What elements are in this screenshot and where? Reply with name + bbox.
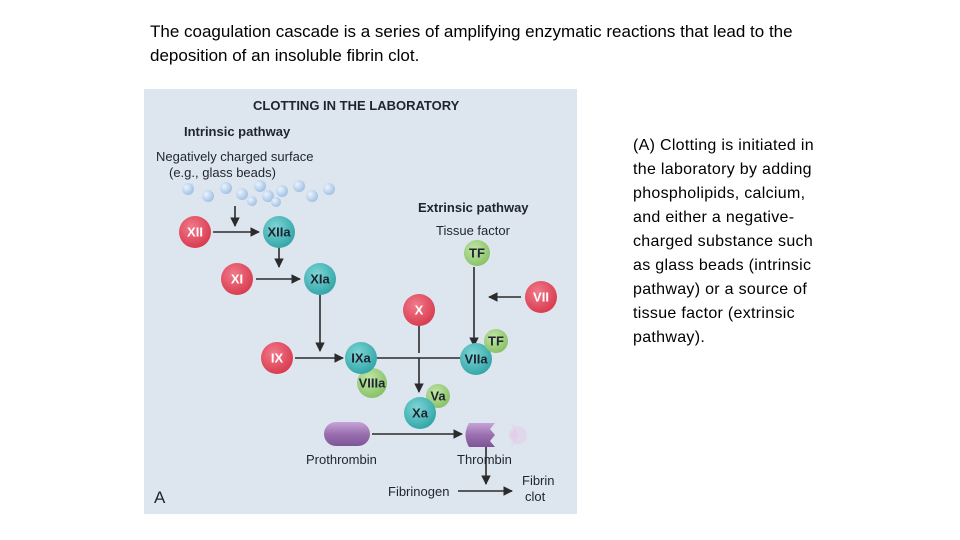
svg-text:VIIa: VIIa [464,352,488,367]
svg-text:XI: XI [231,272,243,287]
factor-ix: IX [261,342,293,374]
svg-text:IXa: IXa [351,351,371,366]
tissue-factor-top: TF [464,240,490,266]
factor-xi: XI [221,263,253,295]
prothrombin-icon [324,422,370,446]
factor-xii: XII [179,216,211,248]
thrombin-label: Thrombin [457,452,512,467]
negative-surface-label: Negatively charged surface [156,149,314,164]
figure-caption: (A) Clotting is initiated in the laborat… [633,137,814,346]
factor-x: X [403,294,435,326]
factor-xa: Xa [404,397,436,429]
factor-xia: XIa [304,263,336,295]
svg-text:TF: TF [469,246,485,261]
svg-text:X: X [415,303,424,318]
factor-va: Va [426,384,450,408]
svg-text:IX: IX [271,351,284,366]
fibrinogen-label: Fibrinogen [388,484,449,499]
svg-text:Va: Va [430,389,446,404]
factor-viiia: VIIIa [357,368,387,398]
prothrombin-label: Prothrombin [306,452,377,467]
panel-letter: A [154,488,166,507]
svg-text:XIa: XIa [310,272,330,287]
slide-heading: The coagulation cascade is a series of a… [150,22,793,65]
figure-title: CLOTTING IN THE LABORATORY [253,98,460,113]
svg-text:VIIIa: VIIIa [359,376,387,391]
svg-text:XIIa: XIIa [267,225,291,240]
glass-beads-icon [182,180,335,207]
extrinsic-pathway-label: Extrinsic pathway [418,200,529,215]
svg-text:XII: XII [187,225,203,240]
pathway-arrows [213,206,521,496]
svg-text:TF: TF [488,334,504,349]
coagulation-diagram-svg: CLOTTING IN THE LABORATORY Intrinsic pat… [154,98,557,507]
factor-viia: VIIa [460,343,492,375]
fibrin-clot-label-line1: Fibrin [522,473,555,488]
svg-text:VII: VII [533,290,549,305]
coagulation-diagram: CLOTTING IN THE LABORATORY Intrinsic pat… [144,89,577,514]
intrinsic-pathway-label: Intrinsic pathway [184,124,291,139]
tissue-factor-label: Tissue factor [436,223,511,238]
tissue-factor-complex: TF [484,329,508,353]
svg-text:Xa: Xa [412,406,429,421]
factor-xiia: XIIa [263,216,295,248]
factor-vii: VII [525,281,557,313]
factor-ixa: IXa [345,342,377,374]
glass-beads-label: (e.g., glass beads) [169,165,276,180]
fibrin-clot-label-line2: clot [525,489,546,504]
thrombin-icon [465,423,527,447]
